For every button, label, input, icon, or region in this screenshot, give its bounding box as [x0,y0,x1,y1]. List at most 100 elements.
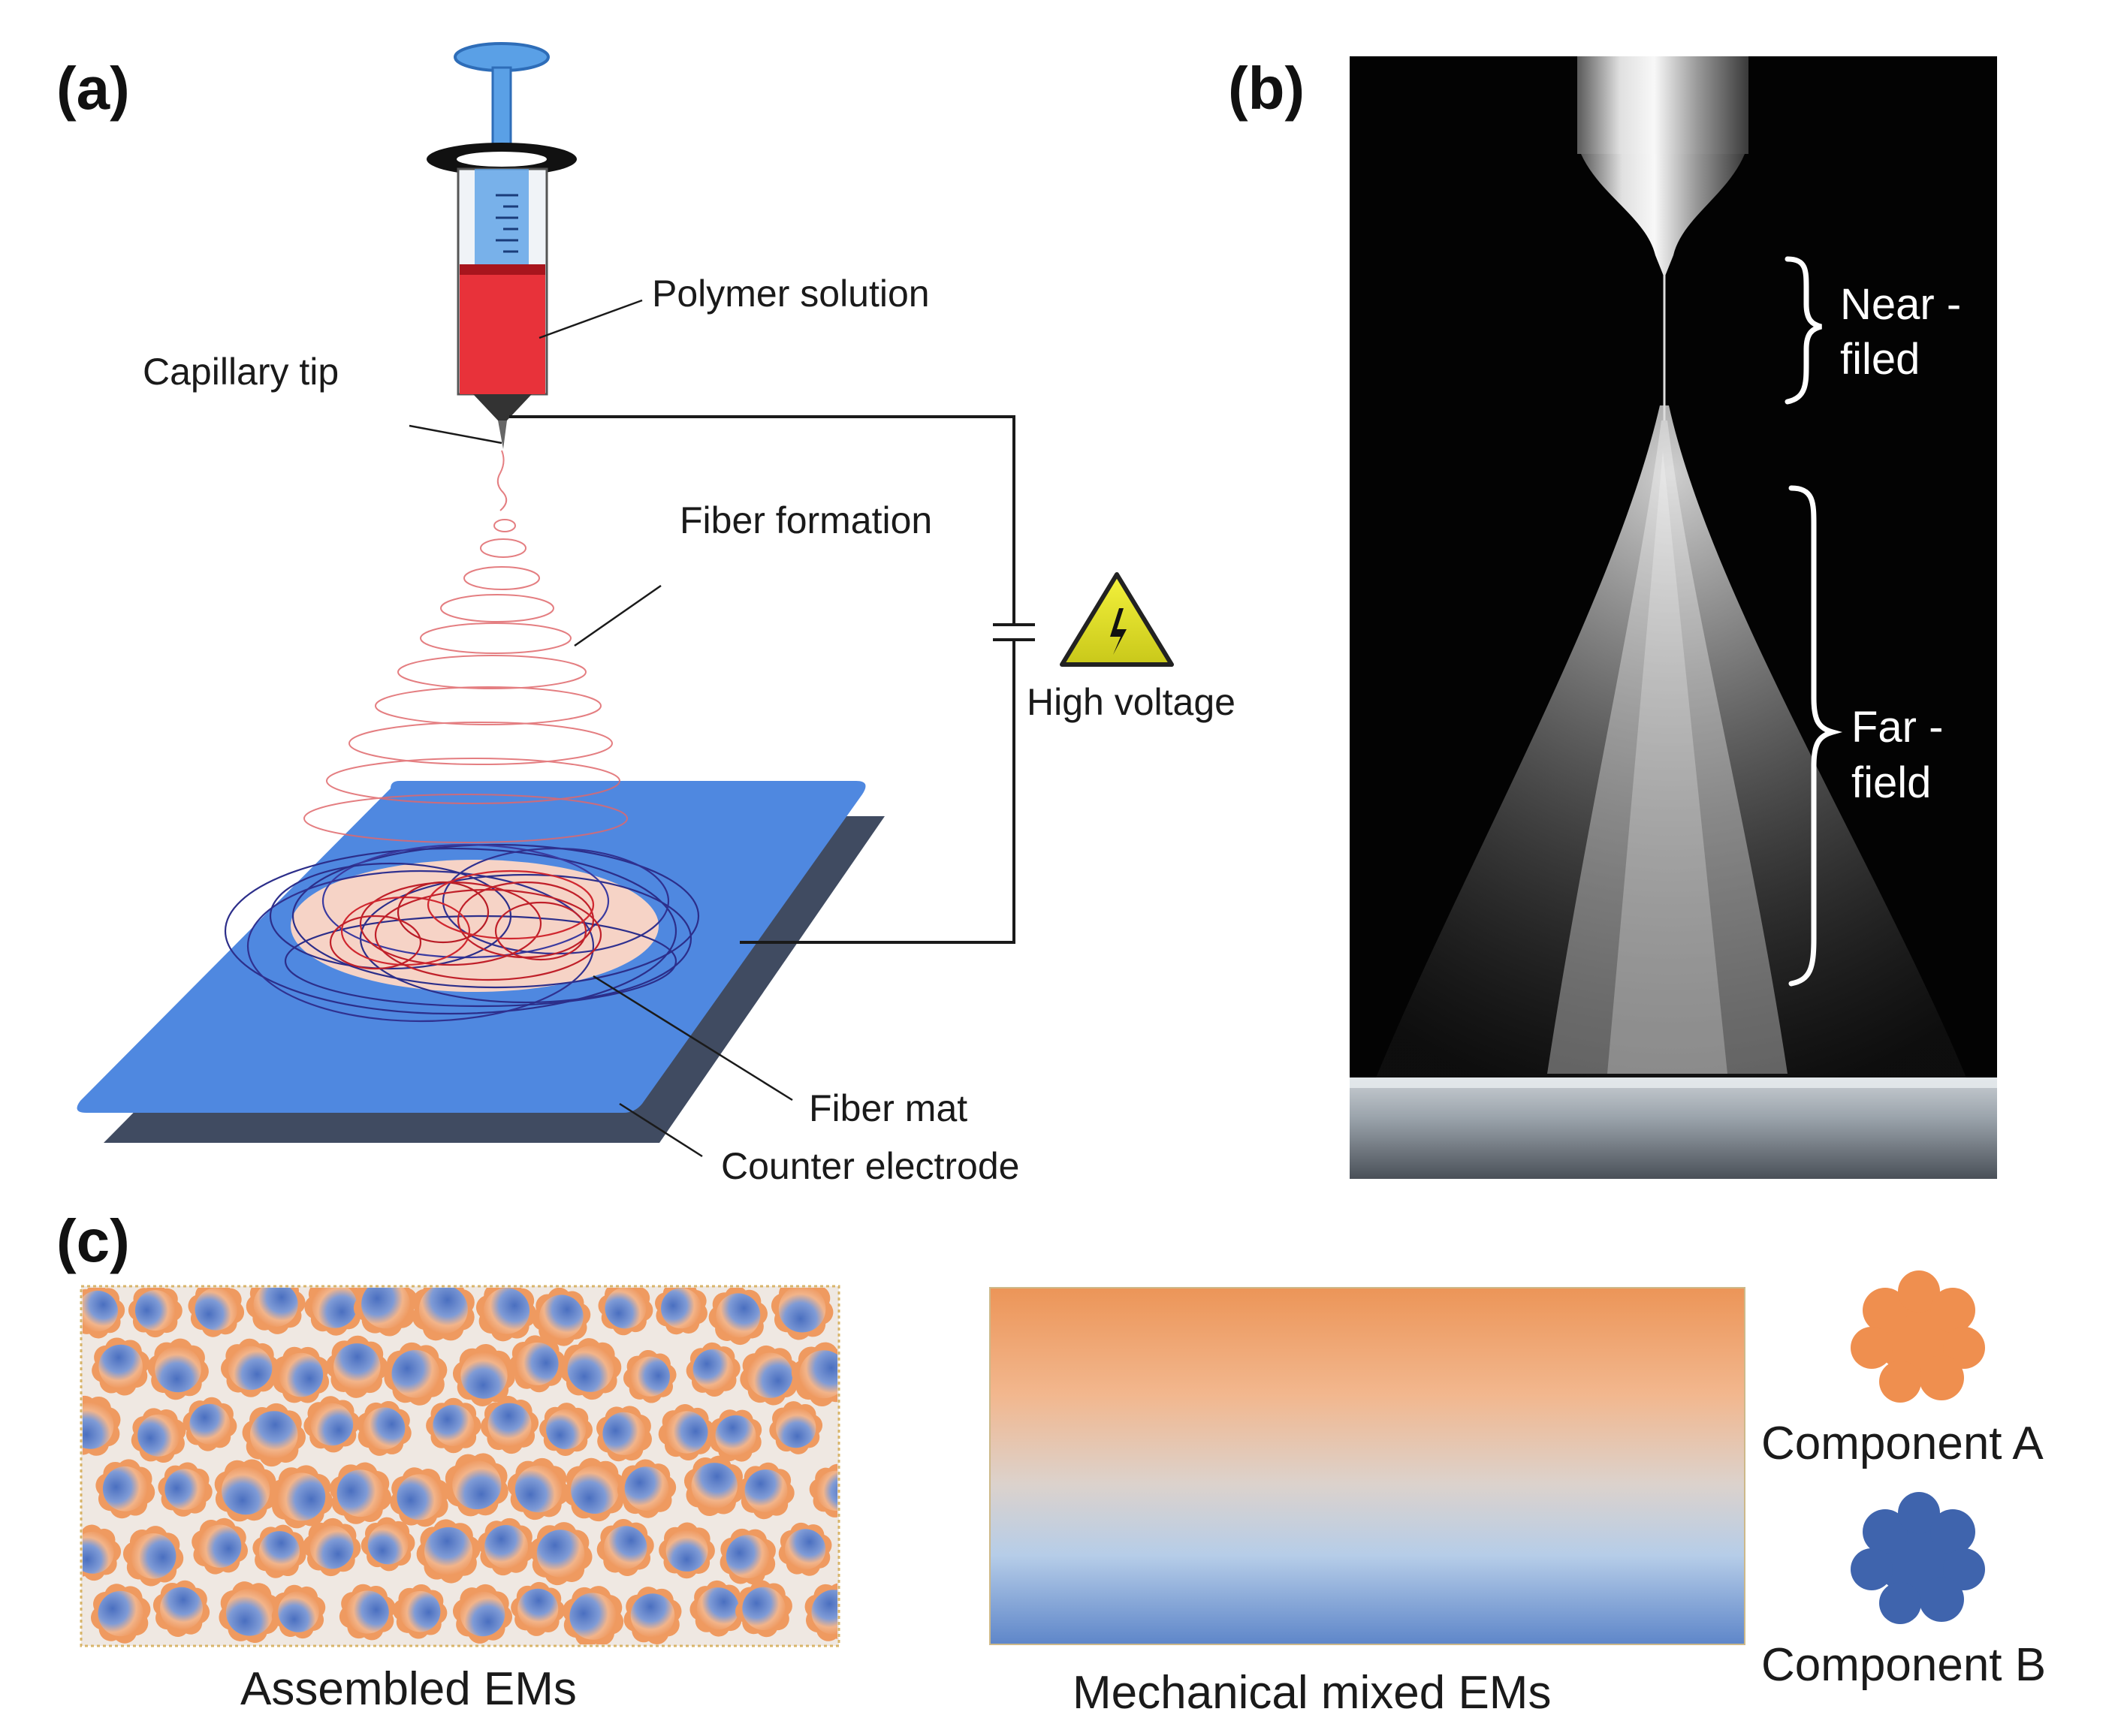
near-field-brace [1785,256,1822,405]
assembled-particle [426,1397,481,1454]
assembled-particle [188,1288,245,1337]
assembled-particle [270,1465,333,1529]
assembled-particle [791,1342,837,1407]
assembled-particle [623,1349,677,1403]
assembled-particle [147,1338,209,1400]
assembled-particle [246,1288,306,1334]
label-component-b: Component B [1761,1639,2046,1691]
label-mechanical-mixed-ems: Mechanical mixed EMs [1073,1667,1551,1719]
label-high-voltage: High voltage [1027,681,1235,723]
label-component-a: Component A [1761,1418,2044,1469]
assembled-particle [92,1337,150,1396]
fiber-spiral [303,450,628,843]
assembled-particle [214,1459,277,1522]
assembled-particle [219,1581,281,1644]
assembled-particle [339,1584,396,1641]
component-a-blob [1851,1270,1985,1403]
assembled-particle [122,1526,184,1587]
panel-label-a: (a) [56,55,130,122]
label-near-field-1: Near - [1840,280,1961,329]
high-voltage-warning-icon [1060,572,1174,667]
assembled-particle [329,1462,392,1524]
label-fiber-formation: Fiber formation [680,499,932,541]
assembled-particle [452,1343,515,1406]
assembled-particle [158,1462,213,1517]
assembled-particle [563,1586,624,1644]
assembled-particle [390,1467,450,1527]
assembled-particle [131,1408,186,1463]
assembled-particle [452,1584,513,1644]
assembled-particle [507,1457,570,1521]
assembled-particle [221,1338,280,1397]
assembled-particle [477,1517,536,1576]
assembled-particle [511,1581,566,1636]
spray-photo [1350,56,1997,1179]
circuit-wire [509,415,1035,944]
panel-label-b: (b) [1228,55,1305,122]
assembled-particle [91,1584,151,1644]
assembled-particle [416,1519,481,1584]
assembled-particle [183,1397,237,1451]
assembled-ems-box [80,1285,840,1647]
assembled-particle [356,1400,412,1456]
assembled-particle [740,1345,800,1406]
mechanical-mixed-ems-box [989,1287,1745,1645]
fiber-loops [224,843,700,1023]
assembled-particle [252,1524,306,1578]
label-capillary-tip: Capillary tip [143,351,339,393]
assembled-particle [128,1288,183,1338]
label-polymer-solution: Polymer solution [652,273,930,315]
far-field-brace [1788,485,1843,987]
label-near-field-2: filed [1840,335,1920,384]
assembled-particle [475,1288,537,1342]
assembled-particle [771,1288,834,1340]
assembled-particle [683,1455,745,1517]
assembled-particle [384,1342,448,1406]
assembled-particle [709,1409,762,1462]
assembled-particle [596,1406,652,1462]
assembled-particle [623,1587,682,1644]
assembled-particle [361,1517,415,1572]
assembled-particle [508,1335,566,1393]
assembled-particle [353,1288,418,1337]
assembled-particle [738,1462,795,1520]
assembled-particle [445,1453,508,1517]
assembled-particle [83,1288,125,1339]
assembled-particle [529,1522,593,1586]
label-far-field-1: Far - [1851,703,1943,752]
assembled-particle [303,1396,361,1453]
assembled-particle [658,1404,715,1460]
leader-lines [409,299,793,1158]
assembled-particle [532,1288,591,1346]
fiber-mat [291,860,659,992]
assembled-particle [617,1459,677,1518]
assembled-particle [720,1528,776,1585]
assembled-particle [273,1346,330,1403]
panel-label-c: (c) [56,1207,130,1274]
assembled-particle [735,1580,792,1638]
assembled-particle [95,1459,155,1519]
assembled-particle [778,1522,832,1576]
label-assembled-ems: Assembled EMs [240,1663,577,1715]
assembled-particle [412,1288,475,1341]
syringe [427,42,577,449]
assembled-particle [804,1583,837,1641]
label-far-field-2: field [1851,758,1931,807]
assembled-particle [560,1338,622,1400]
assembled-particle [83,1524,122,1581]
assembled-particle [325,1335,388,1398]
assembled-particle [686,1342,741,1397]
assembled-particle [192,1517,248,1575]
assembled-particle [655,1288,707,1335]
label-counter-electrode: Counter electrode [721,1145,1019,1187]
assembled-particle [769,1401,823,1454]
assembled-particle [83,1395,121,1456]
assembled-particle [539,1403,593,1456]
assembled-particle [242,1403,306,1467]
assembled-particle [392,1584,448,1639]
assembled-particle [271,1584,326,1639]
assembled-particle [303,1517,361,1577]
assembled-particle [809,1463,837,1517]
assembled-particle [598,1288,653,1336]
